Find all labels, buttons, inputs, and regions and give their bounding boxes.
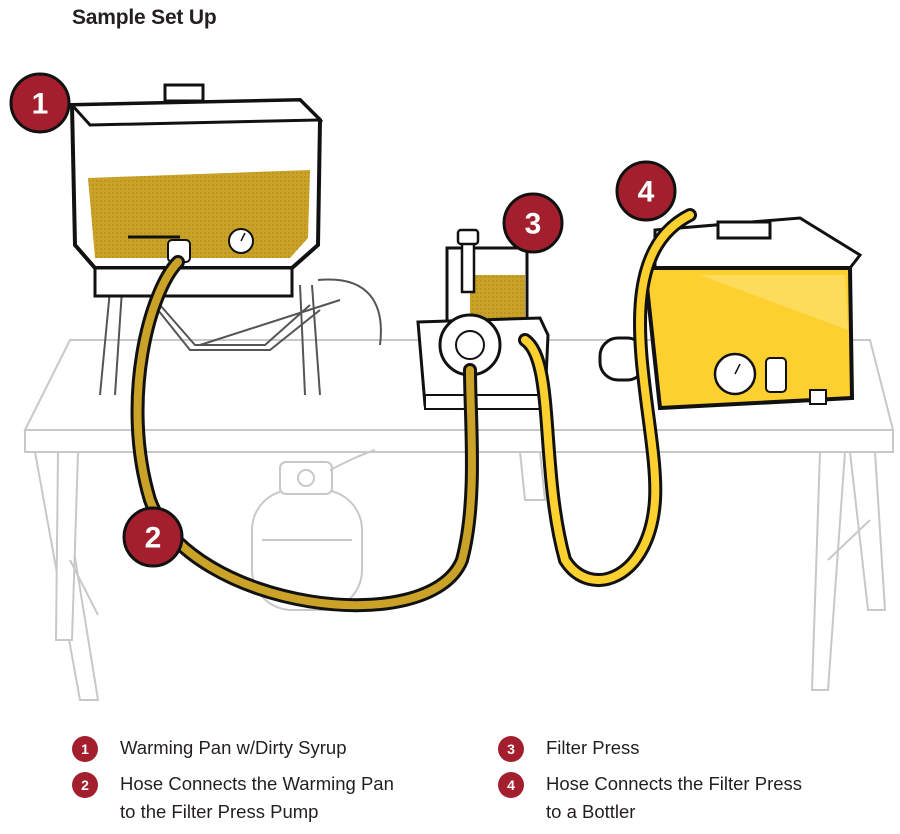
hose-warming-to-press xyxy=(130,255,479,613)
svg-text:1: 1 xyxy=(32,88,49,121)
warming-pan xyxy=(68,83,382,396)
svg-text:4: 4 xyxy=(638,176,655,209)
legend-left: 1 Warming Pan w/Dirty Syrup 2 Hose Conne… xyxy=(72,734,394,834)
hose-press-to-bottler xyxy=(518,208,697,587)
badge-2: 2 xyxy=(122,506,184,568)
filter-press xyxy=(416,228,550,410)
legend-label: Hose Connects the Warming Pan to the Fil… xyxy=(120,773,394,822)
svg-text:3: 3 xyxy=(525,208,542,241)
bottler xyxy=(598,216,863,411)
page-title: Sample Set Up xyxy=(72,6,217,29)
svg-text:2: 2 xyxy=(145,522,162,555)
legend-right: 3 Filter Press 4 Hose Connects the Filte… xyxy=(498,734,802,834)
legend-item-2: 2 Hose Connects the Warming Pan to the F… xyxy=(72,770,394,826)
legend-item-1: 1 Warming Pan w/Dirty Syrup xyxy=(72,734,394,762)
propane-tank xyxy=(251,449,376,611)
legend-item-3: 3 Filter Press xyxy=(498,734,802,762)
legend-number: 1 xyxy=(72,736,98,762)
legend-number: 2 xyxy=(72,772,98,798)
badge-1: 1 xyxy=(9,72,71,134)
legend-label: Filter Press xyxy=(546,737,640,758)
legend-item-4: 4 Hose Connects the Filter Press to a Bo… xyxy=(498,770,802,826)
legend-number: 3 xyxy=(498,736,524,762)
legend-label: Warming Pan w/Dirty Syrup xyxy=(120,737,347,758)
badge-3: 3 xyxy=(502,192,564,254)
legend-number: 4 xyxy=(498,772,524,798)
legend-label: Hose Connects the Filter Press to a Bott… xyxy=(546,773,803,822)
badge-4: 4 xyxy=(615,160,677,222)
